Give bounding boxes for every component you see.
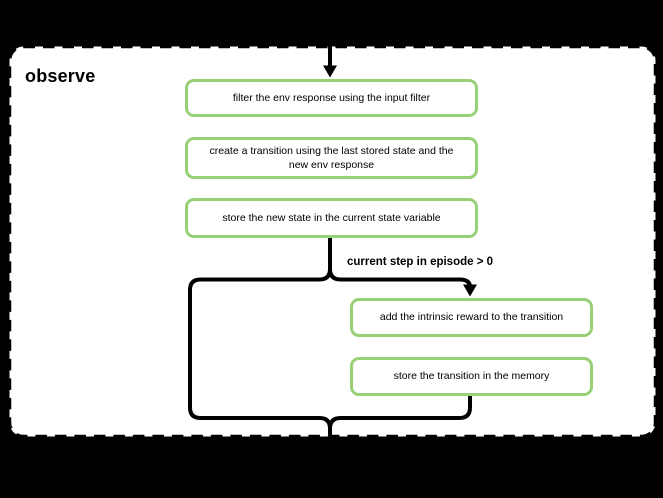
- flow-node-add-intrinsic-reward: add the intrinsic reward to the transiti…: [350, 298, 593, 337]
- edge-merge-line: [328, 395, 472, 444]
- flow-node-store-transition-memory: store the transition in the memory: [350, 357, 593, 396]
- flow-node-label-line1: create a transition using the last store…: [209, 144, 454, 157]
- flow-node-label: store the new state in the current state…: [222, 211, 441, 224]
- observe-group-panel: [7, 44, 658, 439]
- flow-node-label: store the transition in the memory: [393, 370, 550, 383]
- flow-node-label-line2: new env response: [288, 159, 375, 171]
- flow-node-label: filter the env response using the input …: [232, 91, 431, 104]
- flow-node-filter-env-response: filter the env response using the input …: [185, 79, 478, 117]
- page-title: observe: [25, 66, 96, 86]
- edge-branch-true-arrowhead-icon: [463, 284, 477, 297]
- flow-node-create-transition: create a transition using the last store…: [185, 137, 478, 179]
- flow-node-label: add the intrinsic reward to the transiti…: [379, 311, 564, 324]
- edge-entry-arrowhead-icon: [323, 65, 337, 78]
- edge-branch-true-line: [328, 268, 472, 288]
- flow-node-store-new-state: store the new state in the current state…: [185, 198, 478, 238]
- branch-condition-label: current step in episode > 0: [347, 256, 494, 268]
- edge-branch-left-line: [188, 237, 332, 444]
